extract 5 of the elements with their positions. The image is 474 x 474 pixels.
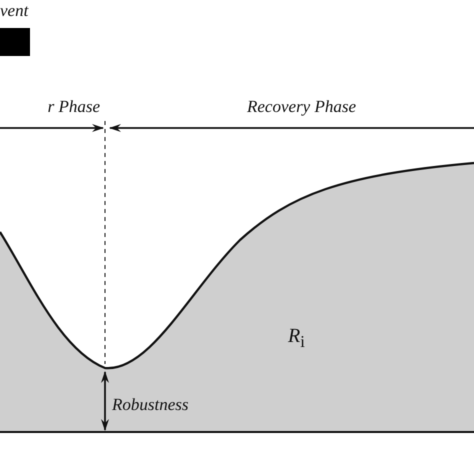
event-label: vent (0, 2, 28, 19)
robustness-label: Robustness (112, 396, 188, 413)
phase-label: r Phase (48, 98, 100, 115)
phase-label: Recovery Phase (247, 98, 356, 115)
area-label: R$_{i}$ (288, 326, 305, 351)
